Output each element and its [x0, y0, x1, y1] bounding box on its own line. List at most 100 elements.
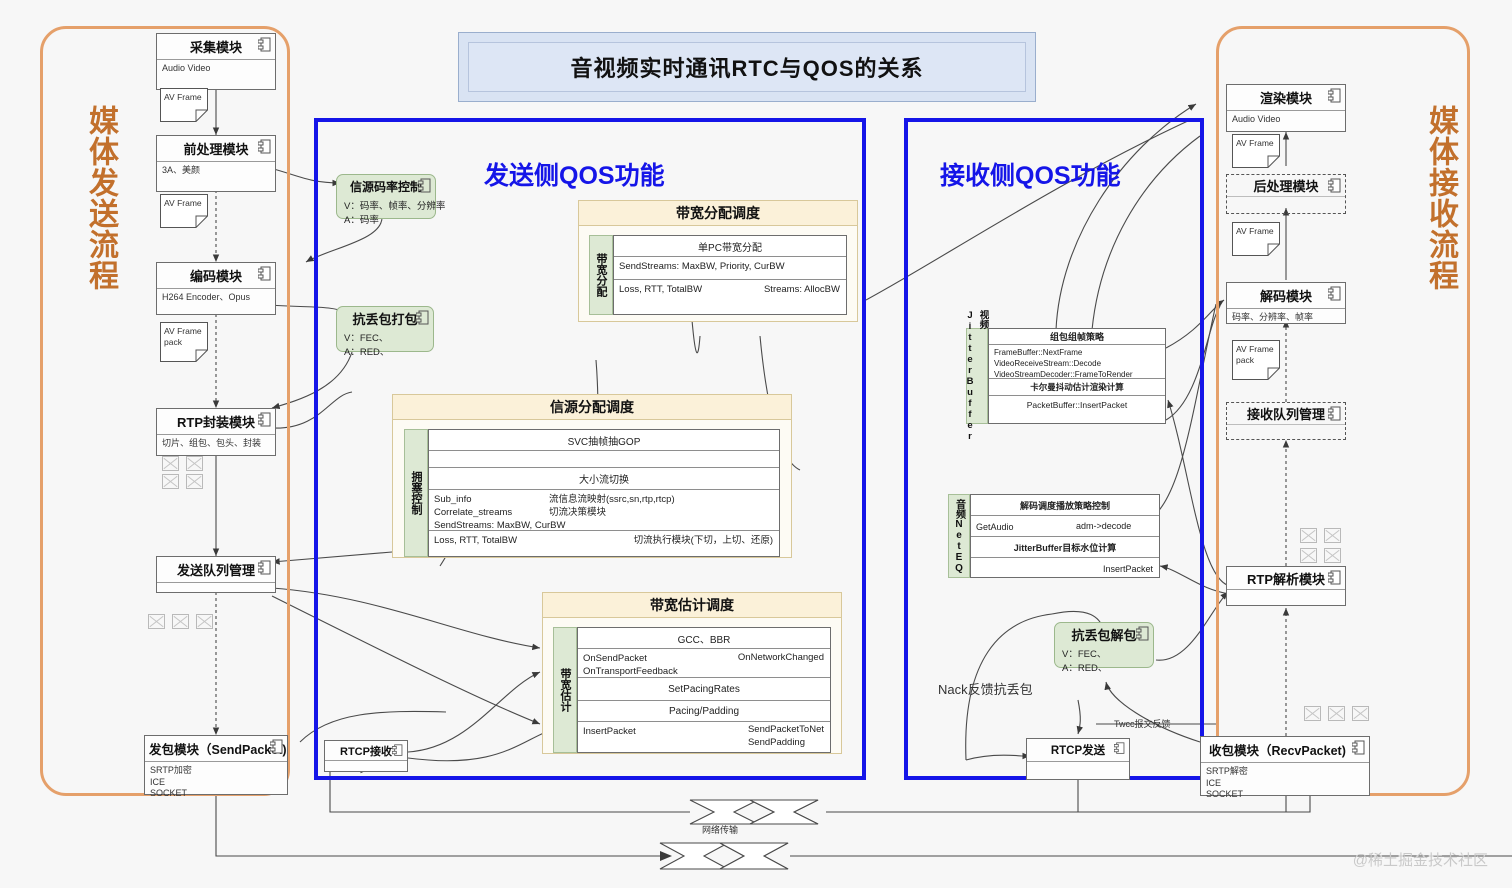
- panel-bandwidth-allocation: 带宽分配调度 带宽分配 单PC带宽分配 SendStreams: MaxBW, …: [578, 200, 858, 322]
- component-icon: [392, 744, 403, 756]
- module-body: 码率、分辨率、帧率: [1232, 312, 1314, 322]
- component-icon: [416, 310, 429, 325]
- label-nack-feedback: Nack反馈抗丢包: [938, 682, 1033, 697]
- grid-cell: OnSendPacket OnTransportFeedback: [583, 653, 678, 677]
- doc-av-frame-1: AV Frame: [160, 88, 208, 122]
- doc-av-frame-4: AV Frame: [1232, 222, 1280, 256]
- module-capture[interactable]: 采集模块 Audio Video: [156, 33, 276, 90]
- module-body: 切片、组包、包头、封装: [162, 438, 262, 448]
- grid-cell: 组包组帧策略: [1049, 332, 1104, 342]
- panel-grid: GCC、BBR OnSendPacket OnTransportFeedback…: [577, 627, 831, 753]
- grid-cell: Streams: AllocBW: [763, 284, 840, 295]
- green-body: V：码率、帧率、分辨率 A：码率: [344, 201, 446, 226]
- module-rtp-parse[interactable]: RTP解析模块: [1226, 566, 1346, 606]
- component-icon: [1328, 178, 1341, 193]
- grid-cell: GCC、BBR: [677, 634, 731, 646]
- module-render[interactable]: 渲染模块 Audio Video: [1226, 84, 1346, 132]
- grid-cell: 解码调度播放策略控制: [1019, 500, 1110, 511]
- panel-source-allocation: 信源分配调度 拥塞控制 SVC抽帧抽GOP 大小流切换 Sub_info Cor…: [392, 394, 792, 558]
- component-icon: [1352, 740, 1365, 755]
- module-encode[interactable]: 编码模块 H264 Encoder、Opus: [156, 262, 276, 315]
- component-icon: [258, 266, 271, 281]
- component-icon: [1328, 88, 1341, 103]
- module-body: H264 Encoder、Opus: [162, 292, 251, 302]
- page-title: 音视频实时通讯RTC与QOS的关系: [570, 56, 924, 81]
- green-title: 抗丢包解包: [1071, 628, 1137, 643]
- grid-cell: InsertPacket: [1102, 564, 1153, 574]
- green-fec-pack[interactable]: 抗丢包打包 V：FEC、 A：RED、: [336, 306, 434, 358]
- module-title: RTP解析模块: [1246, 571, 1325, 587]
- grid-cell: 流信息流映射(ssrc,sn,rtp,rtcp) 切流决策模块: [549, 494, 675, 518]
- grid-cell: GetAudio: [976, 522, 1014, 532]
- send-qos-container: [314, 118, 866, 780]
- grid-cell: SendStreams: MaxBW, Priority, CurBW: [619, 261, 785, 272]
- panel-video-jitterbuffer: 视频JitterBuffer 组包组帧策略 FrameBuffer::NextF…: [964, 310, 1166, 442]
- component-icon: [418, 178, 431, 193]
- module-decode[interactable]: 解码模块 码率、分辨率、帧率: [1226, 282, 1346, 324]
- panel-title: 带宽估计调度: [543, 593, 841, 618]
- watermark: @稀土掘金技术社区: [1352, 852, 1488, 869]
- panel-title: 带宽分配调度: [579, 201, 857, 226]
- doc-av-frame-2: AV Frame: [160, 194, 208, 228]
- module-title: 发送队列管理: [176, 563, 255, 578]
- green-source-rate-control[interactable]: 信源码率控制 V：码率、帧率、分辨率 A：码率: [336, 174, 445, 226]
- component-icon: [258, 37, 271, 52]
- component-icon: [258, 412, 271, 427]
- panel-side-tab: 拥塞控制: [404, 429, 428, 557]
- missing-glyph-group-3: [148, 614, 213, 629]
- panel-grid: 解码调度播放策略控制 GetAudio adm->decode JitterBu…: [970, 494, 1160, 578]
- module-body: SRTP加密 ICE SOCKET: [150, 765, 192, 799]
- missing-glyph-group-1: [162, 456, 203, 471]
- grid-cell: PacketBuffer::InsertPacket: [1026, 400, 1128, 410]
- send-qos-title: 发送侧QOS功能: [484, 162, 665, 190]
- module-body: [157, 583, 275, 589]
- green-body: V：FEC、 A：RED、: [1062, 649, 1108, 674]
- module-title: 发包模块（SendPacket): [149, 743, 287, 757]
- panel-side-tab: 带宽估计: [553, 627, 577, 753]
- module-body: Audio Video: [1232, 114, 1281, 124]
- grid-cell: Sub_info Correlate_streams SendStreams: …: [434, 494, 566, 531]
- recv-qos-title: 接收侧QOS功能: [940, 162, 1121, 190]
- module-send-queue[interactable]: 发送队列管理: [156, 556, 276, 593]
- module-rtcp-send[interactable]: RTCP发送: [1026, 738, 1130, 780]
- send-flow-title: 媒体发送流程: [84, 105, 117, 291]
- green-fec-unpack[interactable]: 抗丢包解包 V：FEC、 A：RED、: [1054, 622, 1154, 674]
- module-title: 接收队列管理: [1246, 407, 1325, 422]
- panel-audio-neteq: 音频NetEQ 解码调度播放策略控制 GetAudio adm->decode …: [948, 494, 1160, 578]
- module-rtp-pack[interactable]: RTP封装模块 切片、组包、包头、封装: [156, 408, 276, 456]
- module-body: SRTP解密 ICE SOCKET: [1206, 766, 1248, 800]
- module-title: 后处理模块: [1253, 179, 1319, 194]
- missing-glyph-group-5: [1300, 548, 1341, 563]
- module-recv-queue[interactable]: 接收队列管理: [1226, 402, 1346, 440]
- grid-cell: OnNetworkChanged: [737, 652, 824, 663]
- diagram-title-banner: 音视频实时通讯RTC与QOS的关系: [458, 32, 1036, 102]
- module-postprocess[interactable]: 后处理模块: [1226, 174, 1346, 214]
- grid-cell: Pacing/Padding: [668, 705, 740, 717]
- module-title: 编码模块: [189, 269, 242, 284]
- green-body: V：FEC、 A：RED、: [344, 333, 390, 358]
- component-icon: [258, 139, 271, 154]
- panel-bandwidth-estimation: 带宽估计调度 带宽估计 GCC、BBR OnSendPacket OnTrans…: [542, 592, 842, 754]
- doc-av-frame-pack-recv: AV Frame pack: [1232, 340, 1280, 380]
- module-title: RTP封装模块: [176, 415, 255, 430]
- module-recv-packet[interactable]: 收包模块（RecvPacket) SRTP解密 ICE SOCKET: [1200, 736, 1370, 799]
- module-body: [1227, 197, 1345, 203]
- panel-side-tab: 视频JitterBuffer: [964, 310, 989, 442]
- doc-av-frame-pack-send: AV Frame pack: [160, 322, 208, 362]
- component-icon: [1114, 742, 1125, 754]
- grid-cell: adm->decode: [1076, 521, 1132, 531]
- module-rtcp-receive[interactable]: RTCP接收: [324, 740, 408, 772]
- grid-cell: Loss, RTT, TotalBW: [434, 535, 518, 546]
- module-send-packet[interactable]: 发包模块（SendPacket) SRTP加密 ICE SOCKET: [144, 735, 288, 798]
- doc-label: AV Frame pack: [164, 326, 202, 347]
- doc-av-frame-3: AV Frame: [1232, 134, 1280, 168]
- grid-cell: SendPacketToNet SendPadding: [747, 724, 824, 748]
- module-title: RTCP接收: [340, 745, 392, 758]
- module-body: [1227, 425, 1345, 431]
- module-preprocess[interactable]: 前处理模块 3A、美颜: [156, 135, 276, 192]
- component-icon: [270, 739, 283, 754]
- label-twcc-feedback: Twcc报文反馈: [1114, 719, 1171, 729]
- component-icon: [1328, 570, 1341, 585]
- module-title: 前处理模块: [183, 142, 249, 157]
- doc-label: AV Frame: [1236, 226, 1274, 236]
